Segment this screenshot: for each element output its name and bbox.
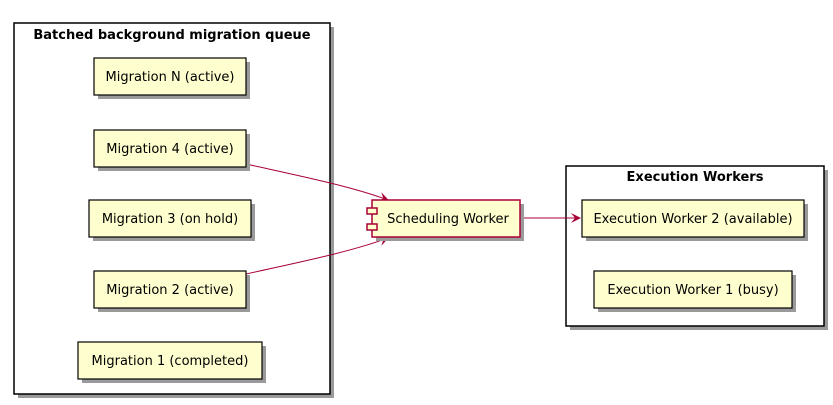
edges: [245, 163, 581, 275]
node-box: [371, 199, 521, 238]
migration-label: Migration 4 (active): [106, 142, 234, 157]
edge-migration4-to-scheduler: [245, 163, 389, 202]
scheduling-worker-label: Scheduling Worker: [387, 212, 509, 227]
edge-migration2-to-scheduler: [245, 236, 389, 275]
node-box: [88, 199, 252, 238]
node-box: [93, 57, 247, 96]
migration-label: Migration 1 (completed): [92, 354, 249, 369]
execution-worker-node-1: Execution Worker 1 (busy): [593, 270, 796, 312]
node-box: [581, 199, 805, 238]
migration-label: Migration 2 (active): [106, 283, 234, 298]
queue-package-title: Batched background migration queue: [33, 28, 310, 43]
node-box: [93, 129, 247, 168]
workers-package-title: Execution Workers: [627, 170, 764, 185]
node-box: [93, 270, 247, 309]
execution-worker-node-2: Execution Worker 2 (available): [581, 199, 808, 241]
node-box: [593, 270, 793, 309]
scheduling-worker-component: Scheduling Worker: [366, 199, 524, 241]
migration-node-2: Migration 2 (active): [93, 270, 250, 312]
migration-node-1: Migration 1 (completed): [77, 341, 266, 383]
migration-node-4: Migration 4 (active): [93, 129, 250, 171]
migration-node-n: Migration N (active): [93, 57, 250, 99]
execution-worker-label: Execution Worker 2 (available): [593, 212, 792, 227]
migration-label: Migration 3 (on hold): [102, 212, 238, 227]
node-box: [77, 341, 263, 380]
migration-node-3: Migration 3 (on hold): [88, 199, 255, 241]
component-icon: [366, 207, 378, 231]
execution-worker-label: Execution Worker 1 (busy): [607, 283, 778, 298]
migration-label: Migration N (active): [106, 70, 235, 85]
